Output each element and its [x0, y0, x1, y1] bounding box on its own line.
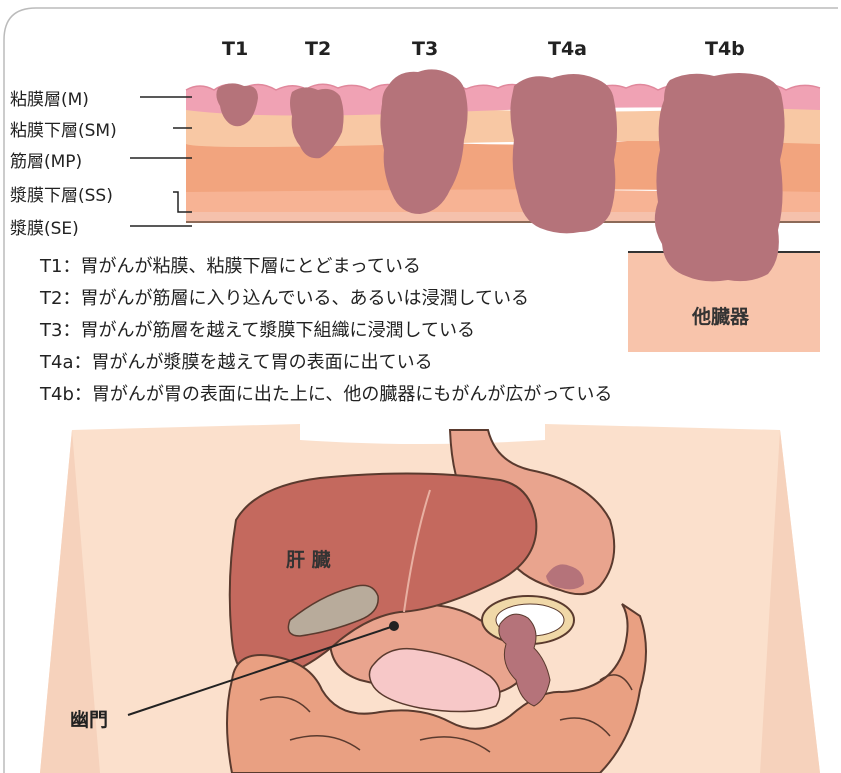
layer-label-submucosa: 粘膜下層(SM): [10, 116, 117, 141]
layer-label-serosa: 漿膜(SE): [10, 214, 79, 239]
stage-label-t2: T2: [305, 38, 331, 60]
stage-label-t3: T3: [412, 38, 438, 60]
liver-label: 肝 臓: [286, 545, 331, 572]
layer-label-muscle: 筋層(MP): [10, 147, 82, 172]
layer-label-subserosa: 漿膜下層(SS): [10, 181, 113, 206]
stage-label-t4b: T4b: [705, 38, 745, 60]
description-t2: T2：胃がんが筋層に入り込んでいる、あるいは浸潤している: [40, 284, 529, 310]
stage-label-t4a: T4a: [548, 38, 587, 60]
other-organ-label: 他臓器: [692, 302, 749, 329]
layer-leaders: [130, 97, 192, 226]
stage-label-t1: T1: [222, 38, 248, 60]
pylorus-label: 幽門: [70, 705, 108, 732]
tumor-t4b: [655, 73, 785, 281]
description-t1: T1：胃がんが粘膜、粘膜下層にとどまっている: [40, 252, 421, 278]
anatomy-illustration: [40, 424, 820, 773]
description-t3: T3：胃がんが筋層を越えて漿膜下組織に浸潤している: [40, 316, 475, 342]
tumor-t4a: [510, 74, 617, 233]
frame-border: [4, 8, 838, 40]
description-t4a: T4a：胃がんが漿膜を越えて胃の表面に出ている: [40, 348, 433, 374]
layer-label-mucosa: 粘膜層(M): [10, 85, 89, 110]
description-t4b: T4b：胃がんが胃の表面に出た上に、他の臓器にもがんが広がっている: [40, 380, 612, 406]
